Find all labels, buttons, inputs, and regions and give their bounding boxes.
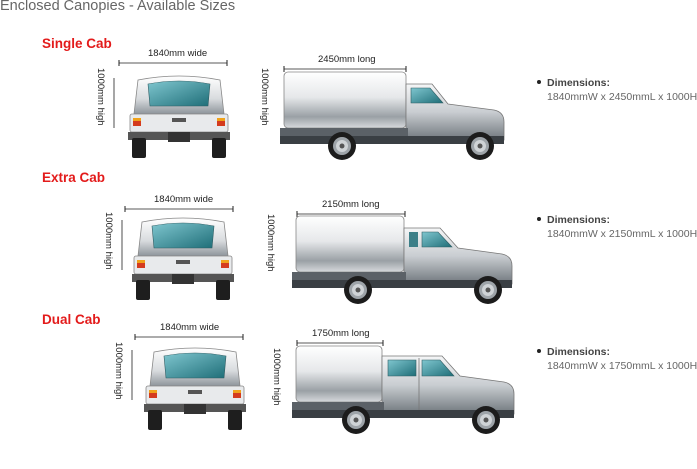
- dimensions-label: Dimensions:: [547, 346, 611, 358]
- section-title-dual-cab: Dual Cab: [42, 312, 101, 327]
- side-length-dimension-line: [296, 211, 406, 217]
- dual-cab-rear-view: [143, 347, 247, 431]
- rear-width-dimension-line: [124, 206, 234, 212]
- rear-width-dimension-line: [118, 60, 228, 66]
- dual-cab-side-view: [292, 345, 515, 434]
- dimensions-label: Dimensions:: [547, 214, 611, 226]
- extra-cab-specs: Dimensions: 1840mmW x 2150mmL x 1000H: [537, 213, 697, 241]
- rear-width-label: 1840mm wide: [160, 322, 220, 333]
- single-cab-side-view: [280, 71, 505, 160]
- rear-height-dimension-line: [113, 78, 115, 128]
- side-length-dimension-line: [296, 340, 384, 346]
- side-height-label: 1000mm high: [271, 348, 282, 406]
- section-title-single-cab: Single Cab: [42, 36, 112, 51]
- bullet-icon: [537, 217, 541, 222]
- dimensions-value: 1840mmW x 2450mmL x 1000H: [547, 91, 697, 103]
- bullet-icon: [537, 80, 541, 85]
- single-cab-specs: Dimensions: 1840mmW x 2450mmL x 1000H: [537, 76, 697, 104]
- side-length-label: 2450mm long: [318, 54, 376, 65]
- dimensions-value: 1840mmW x 1750mmL x 1000H: [547, 360, 697, 372]
- dimensions-value: 1840mmW x 2150mmL x 1000H: [547, 228, 697, 240]
- rear-height-label: 1000mm high: [113, 342, 124, 400]
- rear-width-dimension-line: [134, 334, 244, 340]
- side-length-label: 1750mm long: [312, 328, 370, 339]
- side-height-label: 1000mm high: [259, 68, 270, 126]
- rear-height-label: 1000mm high: [103, 212, 114, 270]
- rear-width-label: 1840mm wide: [154, 194, 214, 205]
- section-title-extra-cab: Extra Cab: [42, 170, 106, 185]
- rear-height-dimension-line: [131, 350, 133, 400]
- extra-cab-side-view: [292, 215, 513, 304]
- dimensions-label: Dimensions:: [547, 77, 611, 89]
- rear-height-label: 1000mm high: [95, 68, 106, 126]
- side-length-dimension-line: [283, 66, 407, 72]
- rear-height-dimension-line: [121, 220, 123, 270]
- side-height-label: 1000mm high: [265, 214, 276, 272]
- single-cab-rear-view: [127, 75, 231, 159]
- rear-width-label: 1840mm wide: [148, 48, 208, 59]
- bullet-icon: [537, 349, 541, 354]
- dual-cab-specs: Dimensions: 1840mmW x 1750mmL x 1000H: [537, 345, 697, 373]
- side-length-label: 2150mm long: [322, 199, 380, 210]
- extra-cab-rear-view: [131, 217, 235, 301]
- page-title: Enclosed Canopies - Available Sizes: [0, 0, 236, 14]
